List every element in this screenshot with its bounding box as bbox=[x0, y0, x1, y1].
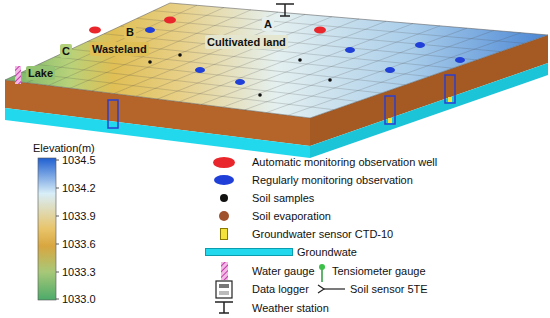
tick-label: 1034.2 bbox=[62, 181, 96, 195]
tensiometer-sample bbox=[319, 264, 325, 282]
sensor-symbol bbox=[448, 97, 452, 102]
regular-well bbox=[455, 57, 465, 63]
weather-station bbox=[276, 4, 294, 16]
tick-label: 1033.3 bbox=[62, 265, 96, 279]
grid-line bbox=[137, 18, 500, 51]
legend-label: Data logger bbox=[252, 282, 309, 296]
legend-swatch bbox=[220, 194, 228, 202]
tick-label: 1034.5 bbox=[62, 153, 96, 167]
tick-label: 1033.9 bbox=[62, 209, 96, 223]
colorbar-ticks bbox=[56, 160, 59, 299]
regular-well bbox=[235, 79, 245, 85]
legend-swatch bbox=[214, 175, 234, 185]
point-label: C bbox=[60, 44, 72, 58]
legend-label: Automatic monitoring observation well bbox=[252, 155, 437, 169]
landuse-label: Lake bbox=[26, 66, 55, 80]
automatic-well bbox=[164, 17, 176, 24]
legend-label: Regularly monitoring observation bbox=[252, 173, 413, 187]
landuse-label: Wasteland bbox=[90, 42, 149, 56]
well-symbol bbox=[108, 100, 118, 128]
regular-well bbox=[415, 42, 425, 48]
regular-well bbox=[345, 47, 355, 53]
legend-label: Soil samples bbox=[252, 191, 314, 205]
groundwater-band bbox=[5, 108, 310, 158]
water-gauge-sample bbox=[221, 262, 228, 280]
tick-label: 1033.6 bbox=[62, 237, 96, 251]
grid-lines bbox=[22, 5, 525, 115]
legend-label: Tensiometer gauge bbox=[332, 264, 426, 278]
landuse-label: Cultivated land bbox=[205, 35, 288, 49]
data-logger-sample bbox=[216, 281, 232, 298]
terrain-surface bbox=[5, 3, 548, 118]
colorbar-title: Elevation(m) bbox=[33, 141, 95, 155]
point-label: A bbox=[262, 17, 274, 31]
grid-line bbox=[22, 72, 334, 109]
tick-label: 1033.0 bbox=[62, 292, 96, 306]
regular-well bbox=[195, 67, 205, 73]
sensor-symbol bbox=[388, 118, 392, 123]
elevation-colorbar bbox=[38, 158, 56, 300]
regular-well bbox=[145, 27, 155, 33]
legend-swatch bbox=[205, 248, 293, 256]
legend-swatch bbox=[219, 211, 229, 221]
grid-line bbox=[38, 65, 358, 102]
grid-line bbox=[104, 34, 453, 68]
legend-label: Weather station bbox=[252, 301, 329, 315]
automatic-well bbox=[89, 27, 101, 34]
grid-line bbox=[55, 57, 382, 93]
weather-station-sample bbox=[215, 302, 233, 313]
soil-sample bbox=[258, 93, 262, 97]
grid-line bbox=[49, 8, 224, 86]
legend-label: Soil sensor 5TE bbox=[350, 282, 428, 296]
well-symbol bbox=[445, 75, 455, 103]
legend-label: Groundwate bbox=[297, 245, 357, 259]
automatic-well bbox=[314, 27, 326, 34]
soil-sensor-sample bbox=[318, 285, 345, 293]
legend-label: Water gauge bbox=[252, 264, 315, 278]
regular-well bbox=[385, 67, 395, 73]
legend-swatch bbox=[220, 228, 228, 240]
legend-swatch bbox=[213, 157, 235, 168]
soil-sample bbox=[328, 78, 332, 82]
well-symbol bbox=[385, 96, 395, 124]
grid-line bbox=[121, 26, 477, 60]
soil-sample bbox=[298, 58, 302, 62]
legend-label: Soil evaporation bbox=[252, 209, 331, 223]
legend-label: Groundwater sensor CTD-10 bbox=[252, 227, 393, 241]
water-gauge bbox=[15, 66, 21, 84]
soil-sample bbox=[148, 60, 152, 64]
point-label: B bbox=[124, 25, 136, 39]
soil-sample bbox=[178, 53, 182, 57]
